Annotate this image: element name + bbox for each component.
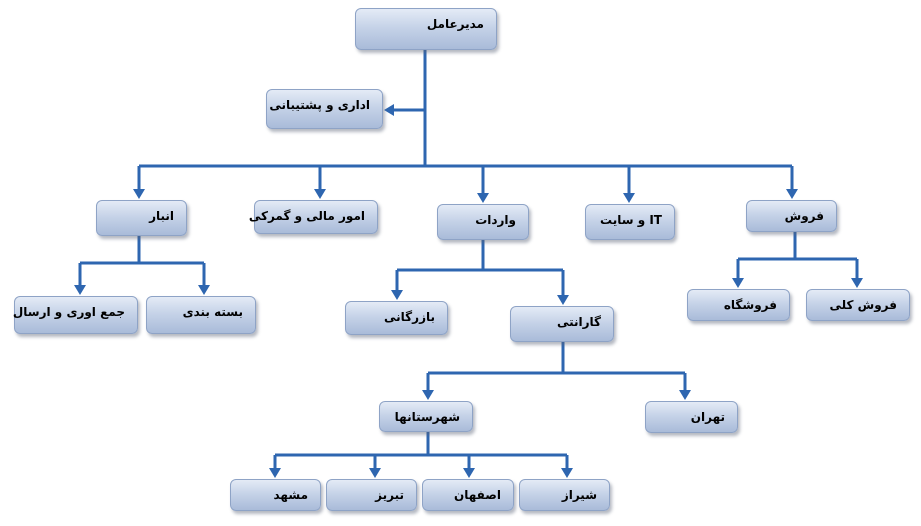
arrow-warranty bbox=[557, 295, 569, 305]
arrow-wholesale bbox=[851, 278, 863, 288]
node-warranty: گارانتی bbox=[510, 306, 614, 342]
connector-lines bbox=[78, 50, 859, 469]
node-provinces: شهرستانها bbox=[379, 401, 473, 432]
node-packaging: بسته بندی bbox=[146, 296, 256, 334]
node-finance-customs: امور مالی و گمرکی bbox=[249, 200, 378, 234]
arrow-provinces bbox=[422, 390, 434, 400]
arrow-tehran bbox=[679, 390, 691, 400]
node-collect-ship: جمع اوری و ارسال bbox=[13, 296, 138, 334]
node-store: فروشگاه bbox=[687, 289, 790, 321]
arrow-collect bbox=[74, 285, 86, 295]
arrow-isfahan bbox=[463, 468, 475, 478]
node-mashhad: مشهد bbox=[230, 479, 321, 511]
node-it-site: IT و سایت bbox=[585, 204, 675, 240]
arrow-mashhad bbox=[269, 468, 281, 478]
arrow-imports bbox=[477, 193, 489, 203]
arrow-shiraz bbox=[561, 468, 573, 478]
arrow-it bbox=[623, 193, 635, 203]
node-admin-support: اداری و پشتیبانی bbox=[266, 89, 383, 129]
node-isfahan: اصفهان bbox=[422, 479, 514, 511]
arrow-finance bbox=[314, 189, 326, 199]
arrow-warehouse bbox=[133, 189, 145, 199]
arrow-packaging bbox=[198, 285, 210, 295]
node-shiraz: شیراز bbox=[519, 479, 610, 511]
node-commerce: بازرگانی bbox=[345, 301, 448, 335]
node-warehouse: انبار bbox=[96, 200, 187, 236]
arrow-sales bbox=[786, 189, 798, 199]
node-imports: واردات bbox=[437, 204, 529, 240]
node-wholesale: فروش کلی bbox=[806, 289, 910, 321]
node-ceo: مدیرعامل bbox=[355, 8, 497, 50]
arrow-tabriz bbox=[369, 468, 381, 478]
node-tabriz: تبریز bbox=[326, 479, 417, 511]
node-tehran: تهران bbox=[645, 401, 738, 433]
node-sales: فروش bbox=[746, 200, 837, 232]
connector-arrowheads bbox=[74, 104, 863, 478]
arrow-commerce bbox=[391, 290, 403, 300]
arrow-store bbox=[732, 278, 744, 288]
arrow-admin bbox=[384, 104, 394, 116]
